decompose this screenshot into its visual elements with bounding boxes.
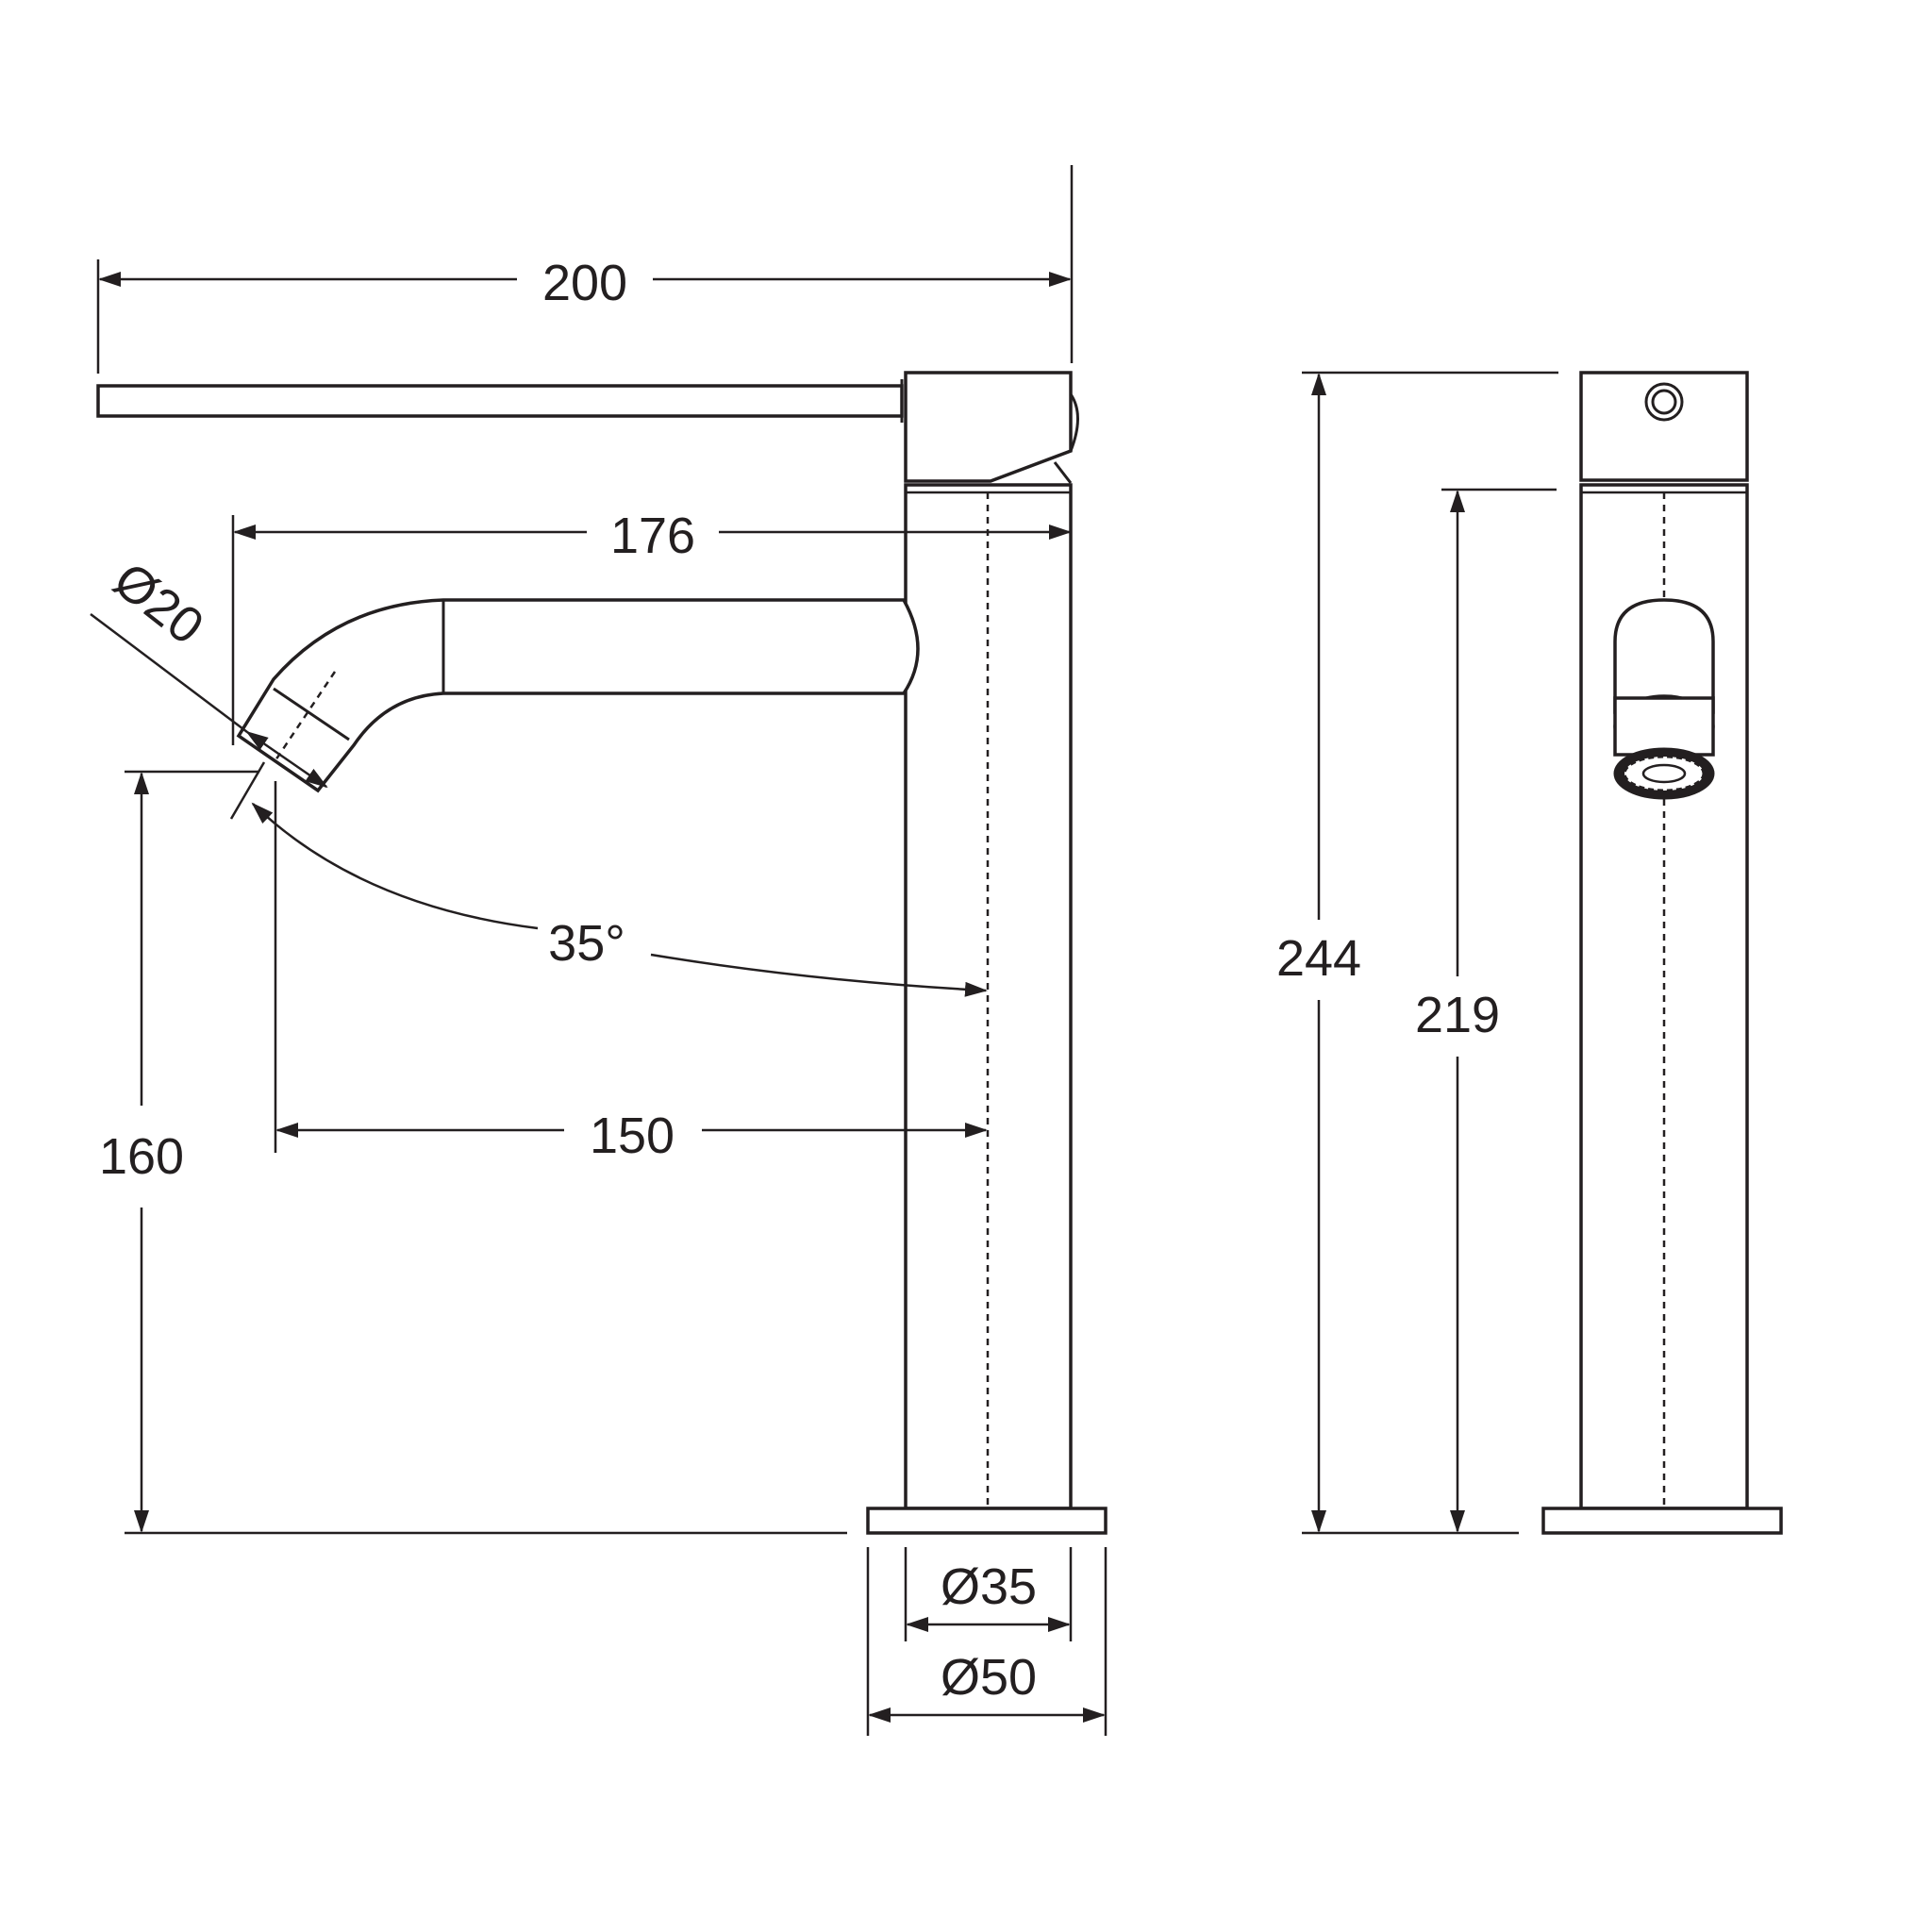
spout-outlet-ring: [273, 687, 350, 741]
dimension-label-35-diameter: Ø35: [941, 1558, 1037, 1615]
dimension-label-150: 150: [590, 1108, 675, 1164]
side-base-plate: [1541, 1507, 1783, 1535]
dimension-label-244: 244: [1276, 930, 1361, 987]
dimension-label-219: 219: [1415, 987, 1500, 1043]
handle-cap-bevel: [1053, 461, 1073, 484]
side-handle-screw-inner: [1651, 389, 1677, 415]
side-handle-cap: [1579, 371, 1749, 482]
dimension-label-160: 160: [99, 1128, 184, 1185]
side-view: [1541, 371, 1783, 1535]
dimension-label-50-diameter: Ø50: [941, 1649, 1037, 1706]
lever-handle: [96, 384, 904, 418]
dimension-label-35: 35°: [548, 915, 625, 972]
side-aerator-inner: [1623, 755, 1706, 792]
dimension-label-176: 176: [610, 508, 695, 564]
handle-cap-knob: [1069, 393, 1079, 452]
side-handle-screw-outer: [1644, 382, 1684, 422]
front-view: [96, 371, 1108, 1535]
leader-line-20: [90, 613, 248, 733]
dimension-line-20: [245, 730, 328, 789]
side-spout: [1613, 598, 1715, 714]
base-plate: [866, 1507, 1108, 1535]
dimension-label-20: Ø20: [103, 552, 213, 656]
side-aerator-core: [1641, 763, 1687, 784]
side-spout-nozzle: [1613, 696, 1715, 757]
spout-arm: [236, 598, 920, 793]
handle-cap: [904, 371, 1073, 483]
angle-arc-35-lower: [650, 953, 988, 997]
side-view-dimensions: 244 219: [1276, 371, 1558, 1535]
dimension-label-200: 200: [542, 255, 627, 311]
angle-arc-35-upper: [251, 802, 539, 930]
